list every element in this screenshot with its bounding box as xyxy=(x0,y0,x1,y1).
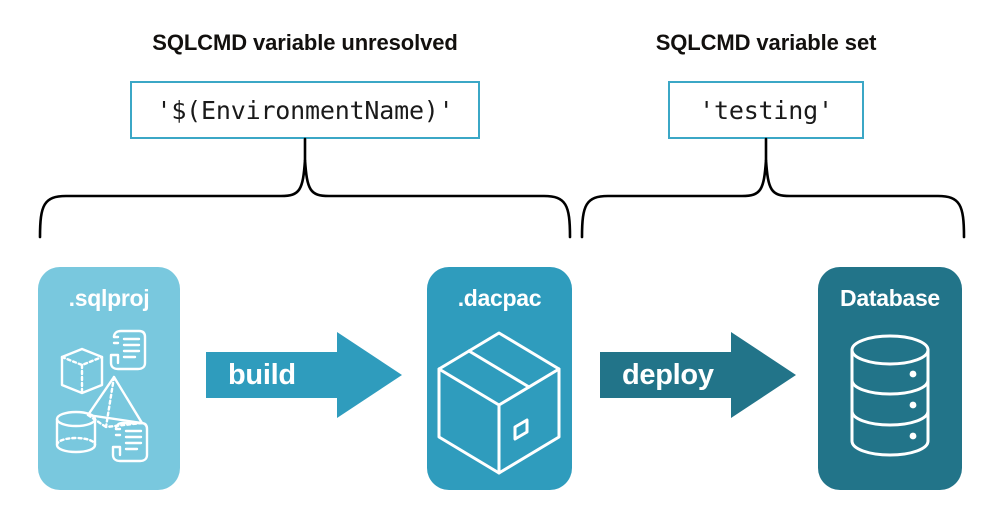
sqlcmd-variable-value-left: '$(EnvironmentName)' xyxy=(130,81,480,139)
arrow-deploy[interactable]: deploy xyxy=(600,332,796,418)
curly-brace-left xyxy=(38,159,572,239)
package-box-icon xyxy=(437,331,561,475)
arrow-shape-deploy xyxy=(600,332,796,418)
annotation-heading-right: SQLCMD variable set xyxy=(655,30,877,55)
script-scroll-icon-top xyxy=(109,329,147,371)
curly-brace-right xyxy=(580,159,966,239)
sql-project-objects-icon xyxy=(55,329,149,463)
database-status-dots xyxy=(909,370,917,440)
arrow-label-deploy: deploy xyxy=(622,358,714,391)
pipeline-stage-dacpac[interactable]: .dacpac xyxy=(427,267,572,490)
pipeline-stage-database[interactable]: Database xyxy=(818,267,962,490)
annotation-heading-left: SQLCMD variable unresolved xyxy=(152,30,458,55)
script-scroll-icon-bottom xyxy=(111,421,149,463)
arrow-build[interactable]: build xyxy=(206,332,402,418)
cylinder-shape xyxy=(55,410,97,454)
arrow-shape-build xyxy=(206,332,402,418)
stage-label-database: Database xyxy=(840,285,940,311)
stage-label-dacpac: .dacpac xyxy=(457,285,542,311)
arrow-label-build: build xyxy=(228,358,296,391)
database-cylinder-icon xyxy=(850,334,930,457)
sqlcmd-variable-value-right: 'testing' xyxy=(668,81,864,139)
stage-label-sqlproj: .sqlproj xyxy=(68,285,150,311)
cube-shape xyxy=(60,347,104,395)
pipeline-stage-sqlproj[interactable]: .sqlproj xyxy=(38,267,180,490)
pyramid-shape xyxy=(86,375,144,429)
